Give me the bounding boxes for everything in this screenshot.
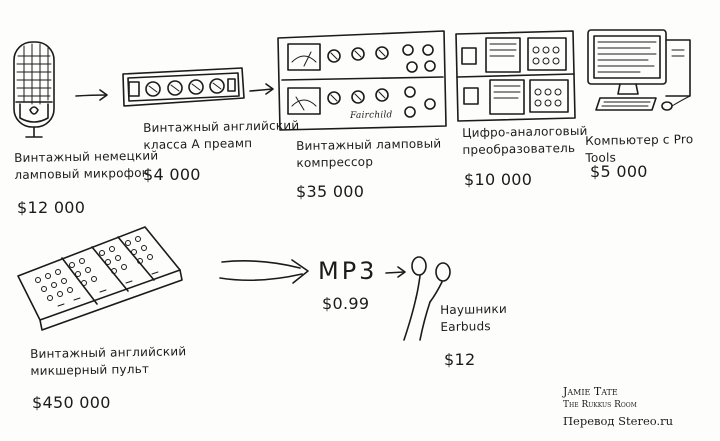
earbuds-label: Наушники Earbuds xyxy=(440,301,508,334)
preamp-price: $4 000 xyxy=(143,165,201,184)
compressor-price: $35 000 xyxy=(296,182,365,201)
computer-icon xyxy=(587,29,691,111)
computer-price: $5 000 xyxy=(590,162,648,181)
tube-microphone-icon xyxy=(13,41,55,138)
compressor-brand: Fairchild xyxy=(350,110,393,121)
earbuds-icon xyxy=(403,256,451,341)
converter-label: Цифро-аналоговый преобразователь xyxy=(462,123,588,157)
translation-credit: Перевод Stereo.ru xyxy=(563,414,674,428)
rack-preamp-icon xyxy=(122,67,245,107)
earbuds-price: $12 xyxy=(444,350,476,369)
arrow-icon xyxy=(385,266,406,278)
author-credit: Jamie Tate xyxy=(563,385,618,398)
converter-price: $10 000 xyxy=(464,170,533,189)
microphone-price: $12 000 xyxy=(17,198,86,217)
converter-icon xyxy=(455,30,576,122)
console-price: $450 000 xyxy=(32,393,111,412)
studio-credit: The Rukkus Room xyxy=(563,400,637,410)
arrow-icon xyxy=(75,89,108,101)
compressor-label: Винтажный ламповый компрессор xyxy=(296,136,442,170)
tube-compressor-icon xyxy=(277,30,447,131)
arrow-icon xyxy=(249,83,274,95)
long-arrow-icon xyxy=(219,259,309,284)
mp3-price: $0.99 xyxy=(322,294,370,313)
console-label: Винтажный английский микшерный пульт xyxy=(30,344,187,378)
microphone-label: Винтажный немецкий ламповый микрофон xyxy=(14,148,159,182)
mixing-console-icon xyxy=(17,226,183,331)
preamp-label: Винтажный английский класса А преамп xyxy=(143,118,300,152)
mp3-label: MP3 xyxy=(318,257,378,285)
